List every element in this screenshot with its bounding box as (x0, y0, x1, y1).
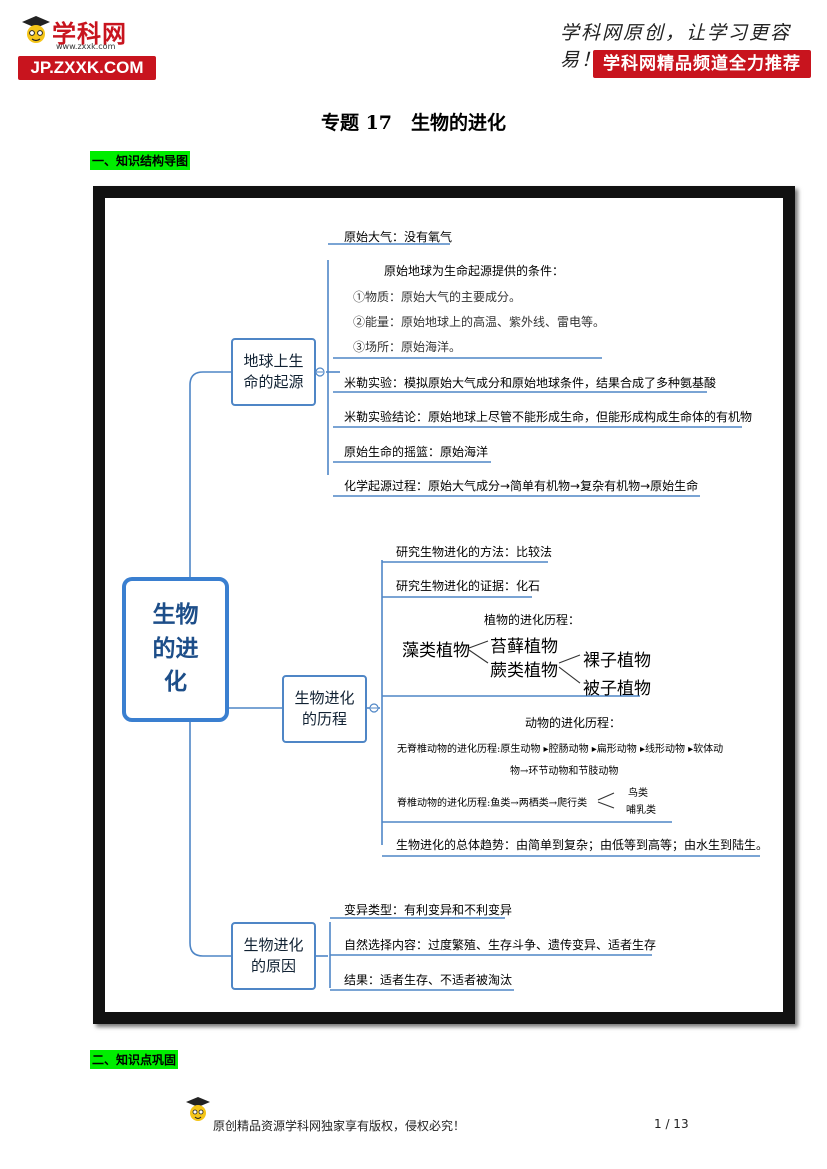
document-title: 专题 17 生物的进化 (320, 112, 507, 134)
animal-mammals: 哺乳类 (626, 805, 656, 816)
leaf-cradle-of-life: 原始生命的摇篮：原始海洋 (344, 445, 489, 459)
leaf-invertebrate-evolution-cont: 物→环节动物和节肢动物 (510, 766, 619, 777)
branch-evolution-process[interactable]: 生物进化的历程 (282, 675, 367, 743)
branch-label: 生物进化的原因 (243, 936, 304, 975)
leaf-miller-conclusion: 米勒实验结论：原始地球上尽管不能形成生命，但能形成构成生命体的有机物 (344, 410, 753, 424)
plant-gymnosperm: 裸子植物 (583, 651, 651, 671)
section-heading-consolidation: 二、知识点巩固 (90, 1050, 179, 1069)
leaf-research-method: 研究生物进化的方法：比较法 (396, 545, 553, 559)
logo-name: 学科网 (52, 20, 127, 48)
leaf-vertebrate-evolution: 脊椎动物的进化历程:鱼类→两栖类→爬行类 (397, 798, 588, 809)
leaf-result: 结果：适者生存、不适者被淘汰 (344, 973, 513, 987)
leaf-plant-evolution-heading: 植物的进化历程： (484, 613, 581, 627)
leaf-overall-trend: 生物进化的总体趋势：由简单到复杂；由低等到高等；由水生到陆生。 (396, 838, 769, 852)
leaf-miller-experiment: 米勒实验：模拟原始大气成分和原始地球条件，结果合成了多种氨基酸 (344, 376, 717, 390)
leaf-primitive-atmosphere: 原始大气：没有氧气 (344, 230, 453, 244)
branch-evolution-cause[interactable]: 生物进化的原因 (231, 922, 316, 990)
plant-angiosperm: 被子植物 (583, 679, 651, 699)
channel-badge: 学科网精品频道全力推荐 (593, 50, 811, 78)
logo[interactable]: 学科网 www.zxxk.com JP.ZXXK.COM (18, 12, 158, 82)
plant-algae: 藻类植物 (402, 641, 470, 661)
leaf-natural-selection: 自然选择内容：过度繁殖、生存斗争、遗传变异、适者生存 (344, 938, 657, 952)
footer-copyright: 原创精品资源学科网独家享有版权，侵权必究！ (213, 1119, 466, 1133)
central-node[interactable]: 生物的进化 (122, 577, 229, 722)
branch-origin-of-life[interactable]: 地球上生命的起源 (231, 338, 316, 406)
animal-birds: 鸟类 (628, 788, 648, 799)
central-node-label: 生物的进化 (152, 602, 199, 696)
leaf-conditions-heading: 原始地球为生命起源提供的条件： (384, 264, 565, 278)
leaf-condition-place: ③场所：原始海洋。 (353, 340, 462, 354)
branch-label: 生物进化的历程 (294, 689, 355, 728)
leaf-condition-matter: ①物质：原始大气的主要成分。 (353, 290, 522, 304)
plant-moss: 苔藓植物 (490, 637, 558, 657)
page-number: 1 / 13 (654, 1117, 689, 1131)
leaf-chemical-origin: 化学起源过程：原始大气成分→简单有机物→复杂有机物→原始生命 (344, 479, 699, 493)
section-heading-structure: 一、知识结构导图 (90, 151, 191, 170)
logo-url: www.zxxk.com (56, 42, 116, 51)
branch-label: 地球上生命的起源 (243, 352, 304, 391)
leaf-invertebrate-evolution: 无脊椎动物的进化历程:原生动物 ▸腔肠动物 ▸扁形动物 ▸线形动物 ▸软体动 (397, 744, 724, 755)
leaf-research-evidence: 研究生物进化的证据：化石 (396, 579, 541, 593)
leaf-animal-evolution-heading: 动物的进化历程： (525, 716, 622, 730)
slogan: 学科网原创，让学习更容易！ (560, 22, 792, 71)
leaf-variation-types: 变异类型：有利变异和不利变异 (344, 903, 513, 917)
logo-domain: JP.ZXXK.COM (18, 56, 156, 80)
mascot-icon (186, 1097, 210, 1121)
leaf-condition-energy: ②能量：原始地球上的高温、紫外线、雷电等。 (353, 315, 606, 329)
plant-fern: 蕨类植物 (490, 661, 558, 681)
mascot-icon (22, 16, 50, 43)
